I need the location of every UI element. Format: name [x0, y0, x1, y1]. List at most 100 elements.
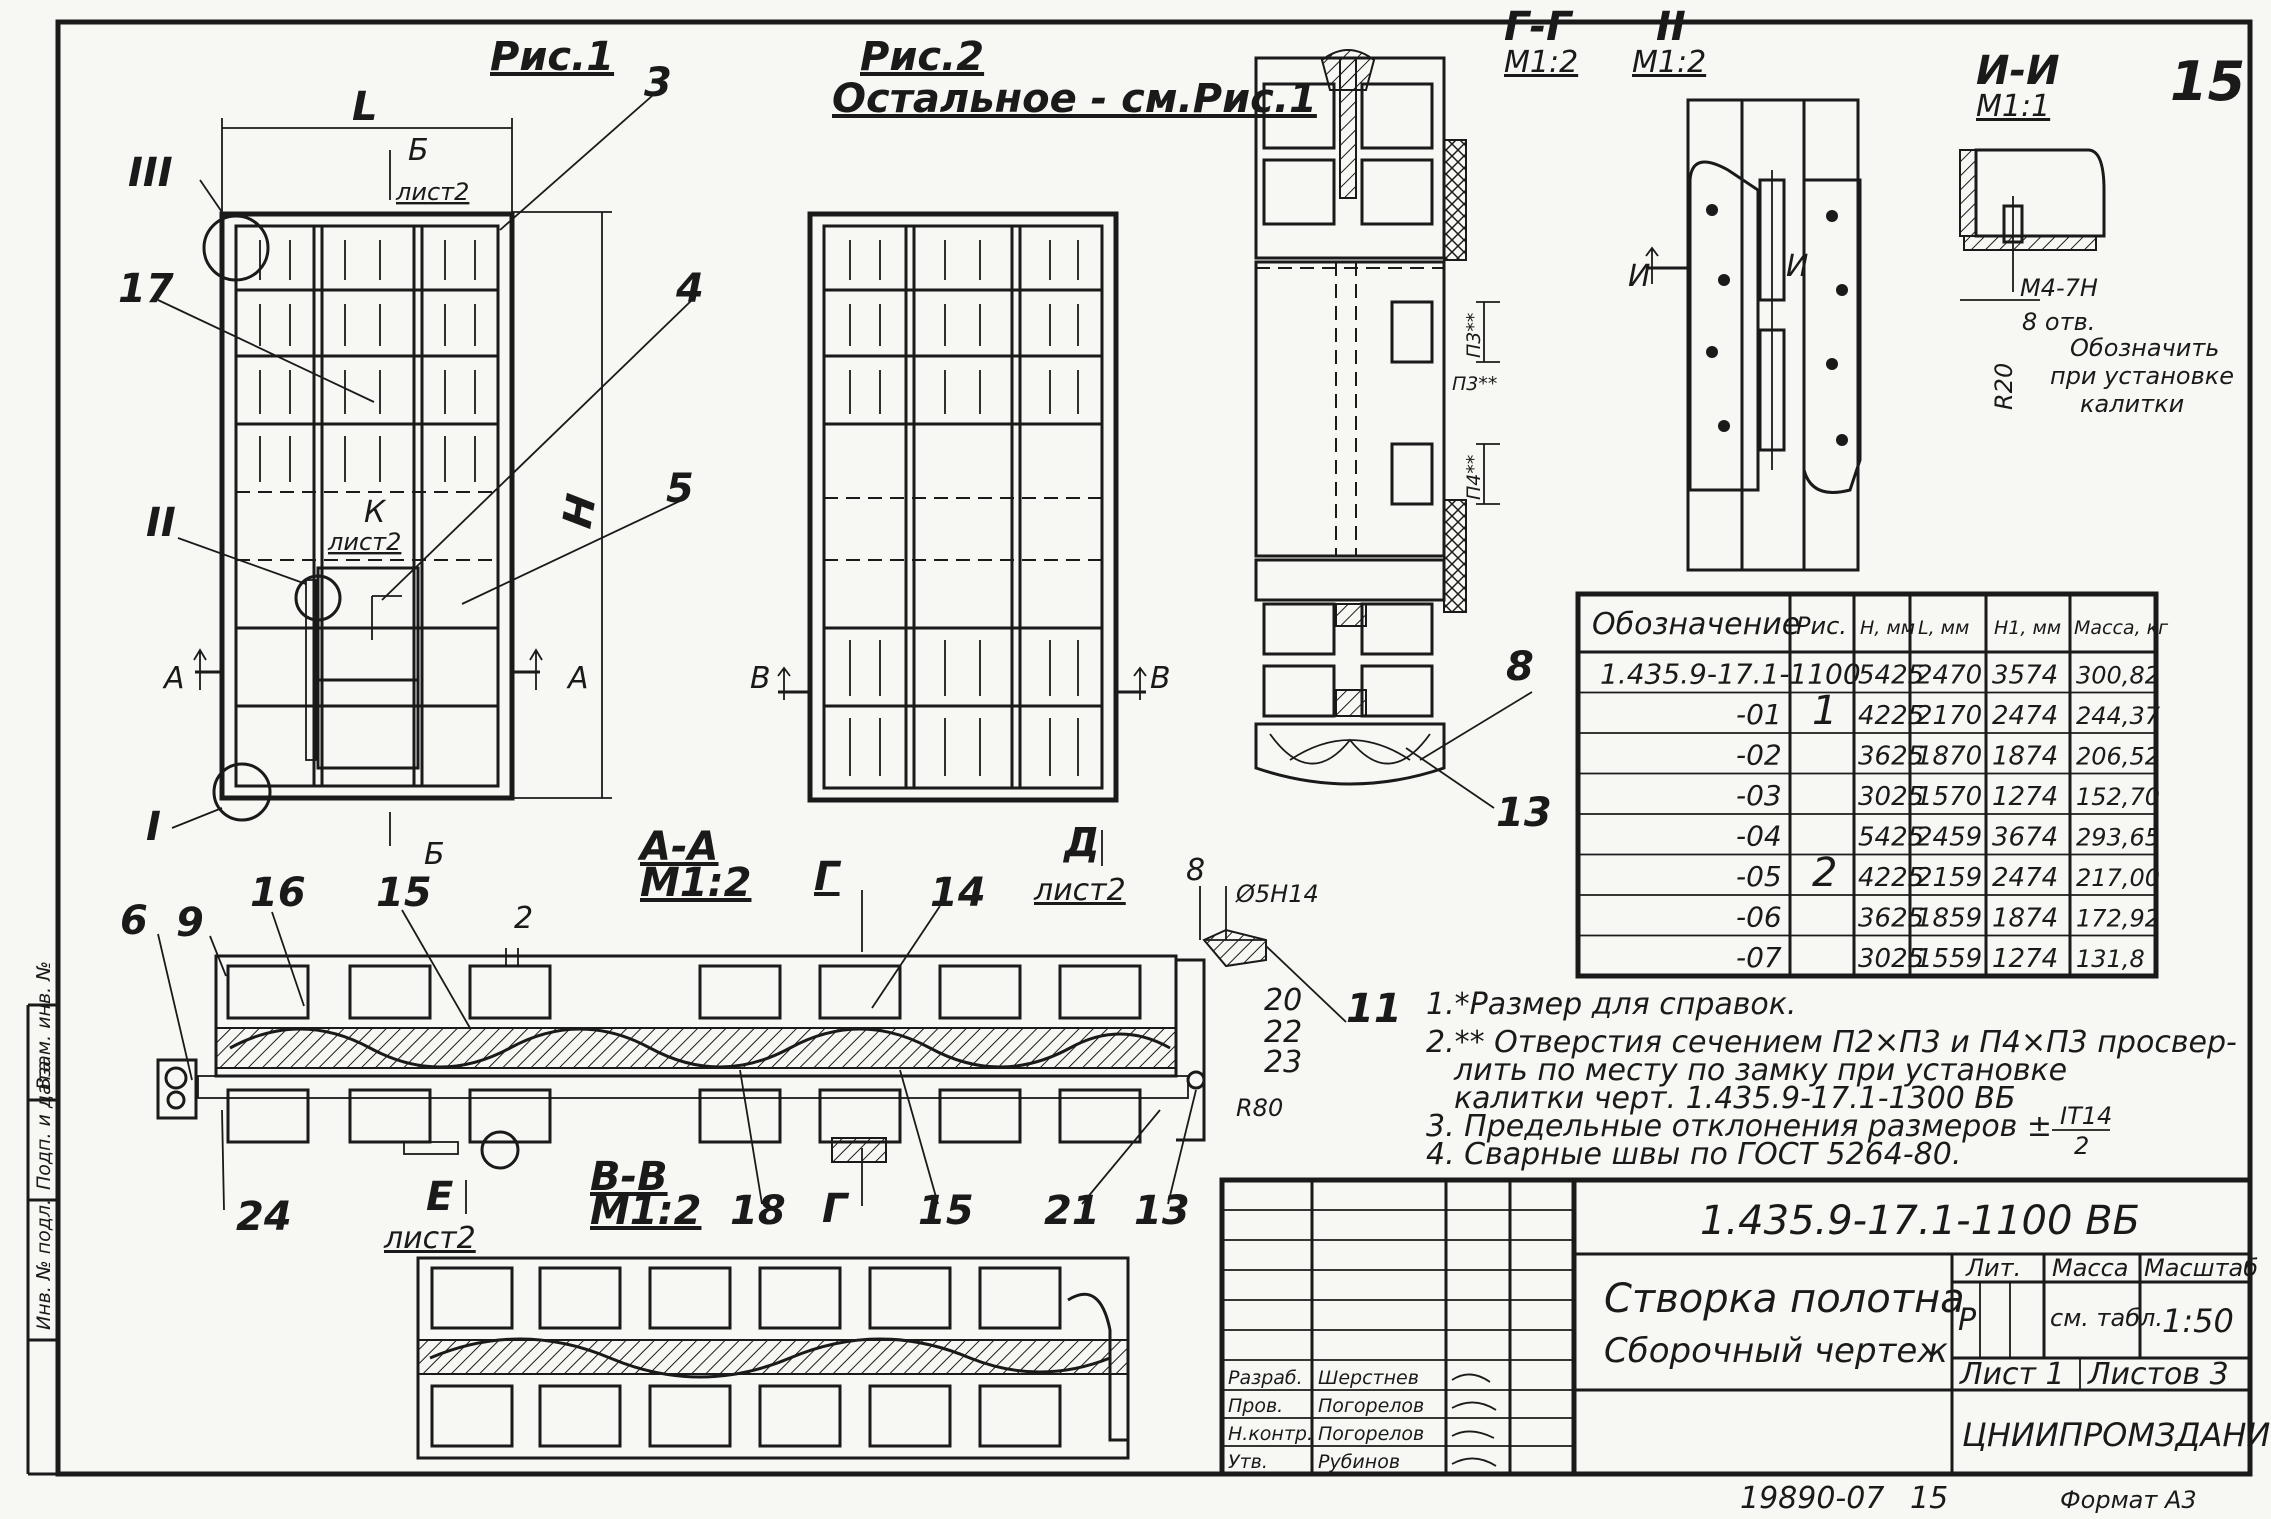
callout-22: 22: [1264, 1015, 1302, 1050]
callout-17: 17: [118, 266, 174, 312]
callout-14: 14: [930, 870, 986, 916]
signature-role: Утв.: [1228, 1451, 1268, 1473]
table-cell-l: 2470: [1916, 661, 1982, 691]
drawing-title-2: Сборочный чертеж: [1604, 1331, 1948, 1371]
callout-4: 4: [675, 266, 704, 312]
table-cell-mass: 131,8: [2076, 945, 2145, 973]
table-cell-code: -07: [1736, 941, 1782, 974]
callout-6: 6: [120, 898, 148, 944]
table-cell-h1: 3574: [1992, 661, 2058, 691]
radius-r20: R20: [1990, 363, 2018, 410]
dimension-2: 2: [514, 901, 533, 936]
section-gg: Г-Г М1:2 П3** П3** П4**: [1254, 4, 1578, 836]
table-cell-mass: 152,70: [2076, 783, 2160, 811]
table-cell-h: 3025: [1858, 782, 1924, 812]
section-gg-scale: М1:2: [1504, 45, 1578, 80]
section-vv: В-В М1:2: [416, 1154, 1130, 1460]
table-cell-mass: 244,37: [2076, 702, 2161, 730]
callout-roman-3: III: [128, 150, 173, 196]
cut-mark-k: К: [364, 495, 387, 530]
footer-sheet-number: 15: [1910, 1481, 1948, 1516]
sheet-frame: Взам. инв. № Подп. и дата Инв. № подл.: [26, 19, 2253, 1477]
callout-3: 3: [644, 60, 672, 106]
table-header-h: H, мм: [1860, 617, 1915, 639]
table-cell-code: 1.435.9-17.1-1100: [1600, 658, 1861, 691]
cut-mark-g-bottom: Г: [822, 1186, 850, 1232]
figure-1-title: Рис.1: [490, 34, 614, 80]
table-cell-l: 2170: [1916, 701, 1982, 731]
table-cell-l: 1570: [1916, 782, 1982, 812]
dimension-h: H: [555, 491, 606, 532]
table-cell-l: 1870: [1916, 742, 1982, 772]
cut-mark-e: Е: [426, 1174, 453, 1220]
note-line: 1.*Размер для справок.: [1426, 987, 1796, 1022]
cut-mark-a-right: А: [566, 661, 589, 696]
cut-mark-d: Д: [1062, 820, 1100, 866]
block-sheets: Листов 3: [2087, 1357, 2229, 1392]
signature-name: Погорелов: [1318, 1423, 1424, 1445]
table-cell-code: -06: [1736, 901, 1782, 934]
table-cell-h: 4225: [1858, 863, 1924, 893]
table-cell-mass: 300,82: [2076, 662, 2160, 690]
section-uu-title: И-И: [1976, 48, 2060, 94]
thread-m4: М4-7Н: [2020, 274, 2098, 302]
table-header-code: Обозначение: [1592, 607, 1800, 642]
holes-count: 8 отв.: [2022, 308, 2095, 336]
signature-name: Погорелов: [1318, 1395, 1424, 1417]
sheet-number: 15: [2170, 50, 2245, 113]
dimension-8: 8: [1186, 853, 1205, 888]
callout-24: 24: [236, 1194, 292, 1240]
figure-2-elevation: Рис.2 Остальное - см.Рис.1 В В: [750, 34, 1317, 803]
block-lit-value: Р: [1958, 1303, 1977, 1338]
note-uu-1: Обозначить: [2070, 334, 2219, 362]
table-cell-l: 1859: [1916, 904, 1982, 934]
block-mass-value: см. табл.: [2050, 1304, 2163, 1332]
table-cell-h: 4225: [1858, 701, 1924, 731]
table-header-l: L, мм: [1918, 617, 1969, 639]
section-gg-title: Г-Г: [1504, 4, 1574, 50]
callout-18: 18: [730, 1188, 786, 1234]
note-uu-3: калитки: [2080, 390, 2184, 418]
table-cell-h1: 3674: [1992, 823, 2058, 853]
table-cell-code: -01: [1736, 698, 1782, 731]
section-uu-scale: М1:1: [1976, 89, 2050, 124]
signature-role: Н.контр.: [1228, 1423, 1313, 1445]
section-uu: И-И М1:1 М4-7Н 8 отв. R20 Обозначить при…: [1959, 48, 2234, 418]
signature-name: Рубинов: [1318, 1451, 1400, 1473]
document-code: 1.435.9-17.1-1100 ВБ: [1700, 1198, 2140, 1244]
signature-name: Шерстнев: [1318, 1367, 1419, 1389]
cut-mark-v-left: В: [750, 661, 771, 696]
technical-notes: 1.*Размер для справок. 2.** Отверстия се…: [1426, 987, 2237, 1172]
cut-mark-u-inner: И: [1786, 249, 1808, 284]
cut-mark-u-left: И: [1628, 259, 1650, 294]
block-mass-label: Масса: [2052, 1254, 2129, 1282]
callout-23: 23: [1264, 1045, 1302, 1080]
table-cell-mass: 217,00: [2076, 864, 2160, 892]
table-cell-h: 3025: [1858, 944, 1924, 974]
block-scale-label: Масштаб: [2144, 1254, 2258, 1282]
figure-1-elevation: Рис.1 L H: [118, 34, 704, 872]
signature-role: Пров.: [1228, 1395, 1283, 1417]
table-header-fig: Рис.: [1796, 612, 1847, 640]
section-aa: А-А М1:2 8 Ø5Н14 2: [120, 820, 1402, 1256]
cut-mark-b-top: Б: [408, 133, 429, 168]
table-cell-h1: 2474: [1992, 701, 2058, 731]
figure-2-subtitle: Остальное - см.Рис.1: [832, 76, 1317, 122]
table-cell-fig: 2: [1812, 850, 1837, 896]
dimension-n3-b: П3**: [1452, 373, 1497, 395]
block-sheet: Лист 1: [1959, 1357, 2065, 1392]
note-line: 3. Предельные отклонения размеров ±: [1426, 1109, 2052, 1144]
callout-13: 13: [1496, 790, 1552, 836]
dimension-phi: Ø5Н14: [1235, 880, 1319, 908]
side-stamp-text: Взам. инв. №: [33, 961, 55, 1090]
table-cell-l: 2159: [1916, 863, 1982, 893]
cut-mark-v-right: В: [1150, 661, 1171, 696]
detail-ii-scale: М1:2: [1632, 45, 1706, 80]
radius-r80: R80: [1236, 1094, 1283, 1122]
section-vv-title: В-В: [590, 1154, 668, 1200]
note-line: лить по месту по замку при установке: [1453, 1053, 2067, 1088]
table-cell-l: 2459: [1916, 823, 1982, 853]
